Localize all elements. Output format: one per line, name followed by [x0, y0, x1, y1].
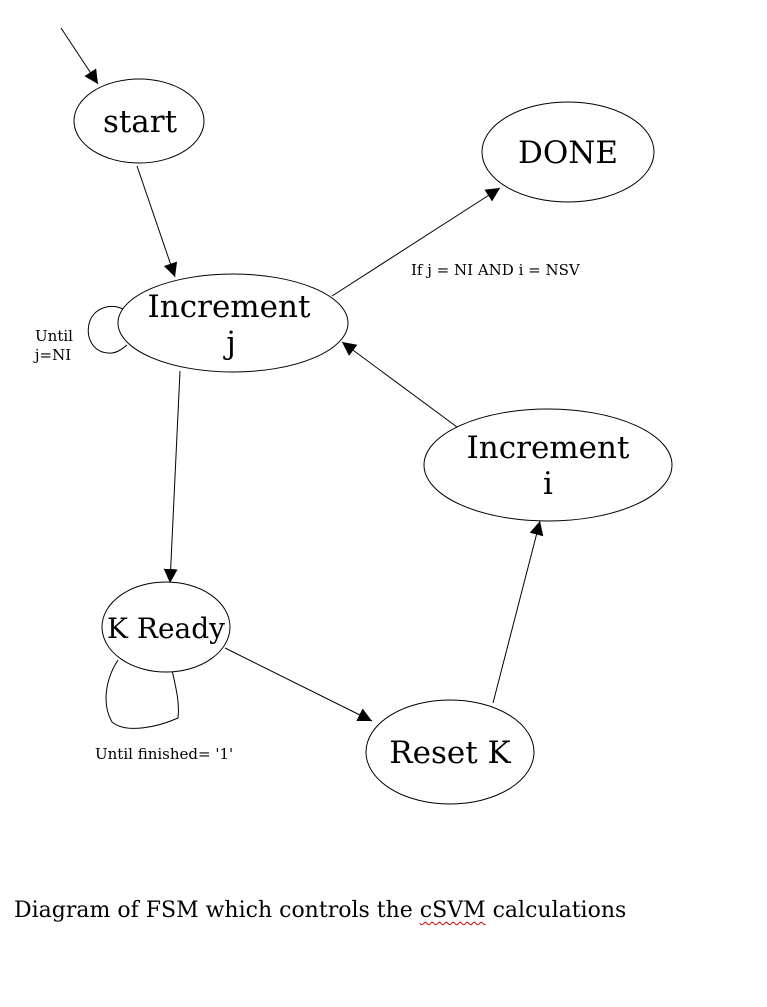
state-increment-i-label-line1: Increment	[467, 430, 630, 466]
state-reset-k: Reset K	[365, 699, 535, 805]
state-done-label: DONE	[518, 135, 618, 171]
loop-k-condition-label: Until finished= '1'	[95, 745, 233, 763]
diagram-caption: Diagram of FSM which controls the cSVM c…	[14, 898, 626, 923]
edge-increment-i-to-increment-j	[341, 341, 458, 428]
state-increment-j-label-line1: Increment	[148, 289, 311, 325]
loop-j-condition-line1: Until	[35, 327, 73, 345]
state-start-label: start	[103, 104, 178, 140]
state-increment-j-label-line2: j	[223, 325, 236, 361]
state-increment-j: Increment j	[117, 273, 349, 373]
state-done: DONE	[481, 101, 655, 203]
caption-text-after: calculations	[485, 898, 627, 923]
done-condition-label: If j = NI AND i = NSV	[411, 261, 581, 279]
state-k-ready-label: K Ready	[107, 612, 225, 645]
self-loop-increment-j	[87, 305, 128, 354]
edge-k-ready-to-reset-k	[224, 647, 373, 722]
edge-start-to-increment-j	[136, 165, 178, 278]
state-k-ready: K Ready	[101, 581, 231, 673]
caption-flagged-word: cSVM	[419, 898, 486, 923]
self-loop-k-ready	[105, 659, 179, 729]
caption-text-before: Diagram of FSM which controls the	[14, 898, 420, 923]
initial-arrow	[60, 27, 99, 85]
state-start: start	[73, 78, 205, 164]
state-reset-k-label: Reset K	[389, 735, 511, 771]
edge-increment-j-to-done	[331, 187, 501, 297]
state-increment-i: Increment i	[423, 408, 673, 522]
edge-increment-j-to-k-ready	[163, 370, 181, 584]
edge-reset-k-to-increment-i	[492, 520, 544, 704]
state-increment-i-label-line2: i	[543, 466, 553, 502]
loop-j-condition-line2: j=NI	[33, 346, 71, 364]
